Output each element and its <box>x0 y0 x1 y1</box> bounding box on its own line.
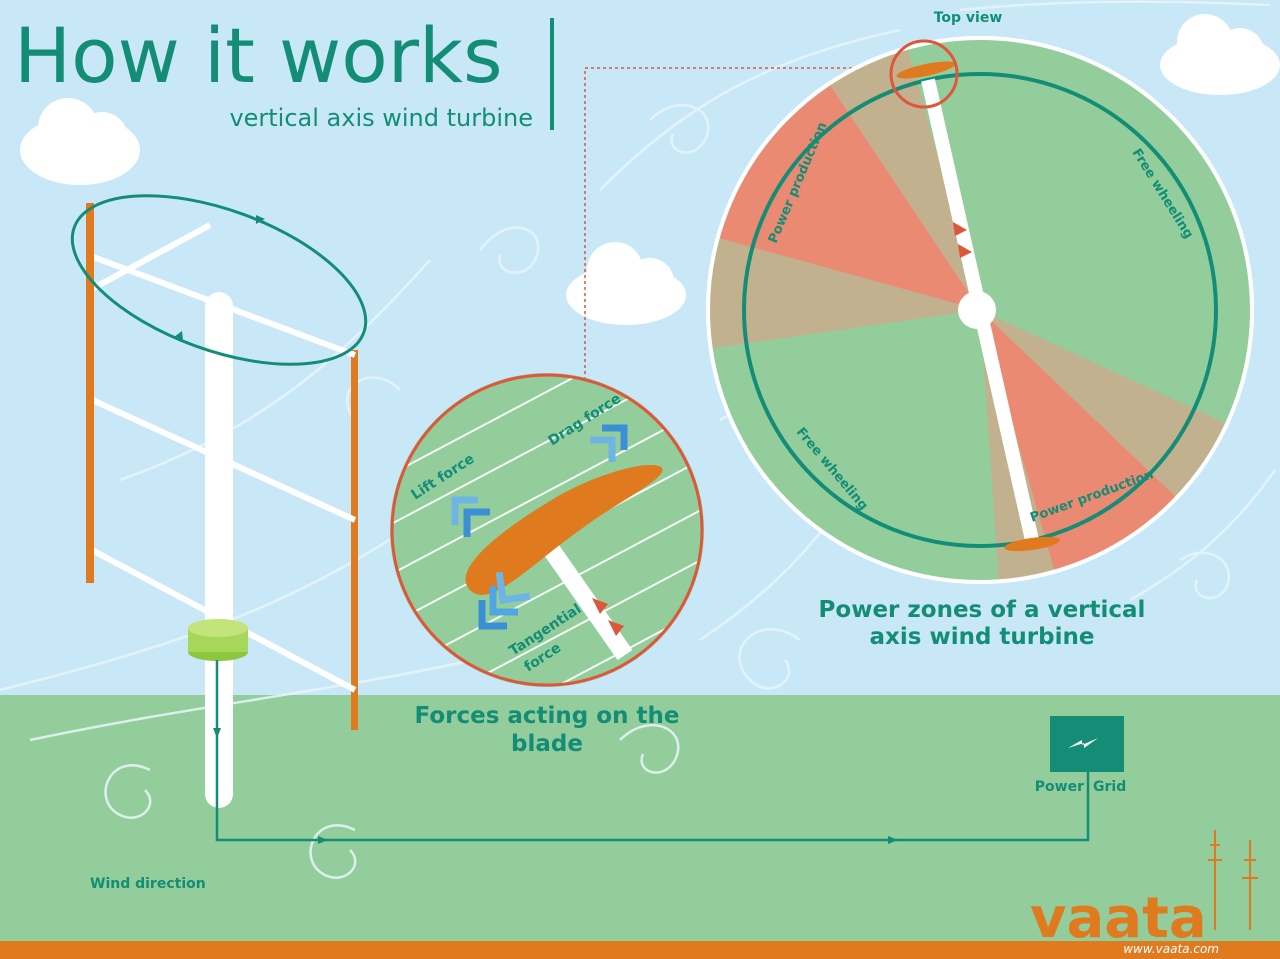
turbine-mast <box>205 292 233 808</box>
power-line <box>215 660 1090 842</box>
power-zone <box>708 70 980 310</box>
arrow-icon <box>451 424 628 630</box>
power-zone <box>980 310 1200 582</box>
cloud-icon <box>20 98 140 185</box>
brand-logo-text: vaata <box>1030 886 1207 951</box>
forces-caption-line2: blade <box>511 731 583 757</box>
rotor-hub <box>958 291 996 329</box>
forces-diagram: Lift force Drag force Tangential force <box>390 373 704 687</box>
footer-bar <box>0 941 1280 959</box>
page-title: How it works <box>14 11 503 100</box>
blade-cross-section <box>465 465 663 595</box>
lightning-icon <box>1068 738 1098 748</box>
zoom-connector <box>584 67 897 530</box>
grid-label-grid: Grid <box>1093 779 1126 795</box>
grid-label-power: Power <box>1035 779 1084 795</box>
top-view-caption-line2: axis wind turbine <box>870 624 1095 650</box>
arrow-icon <box>174 331 183 340</box>
title-divider <box>550 18 554 130</box>
rotation-path <box>70 194 368 366</box>
top-view-label: Top view <box>934 10 1003 26</box>
page-subtitle: vertical axis wind turbine <box>229 104 533 132</box>
brand-logo <box>1208 830 1258 930</box>
cloud-icon <box>1160 14 1280 95</box>
arrow-icon <box>888 836 898 844</box>
arrow-icon <box>213 728 221 738</box>
turbine <box>70 194 368 808</box>
turbine-blade-right <box>351 350 358 730</box>
arrow-icon <box>318 836 328 844</box>
rotor-arm-detail <box>540 539 633 661</box>
wind-direction-label: Wind direction <box>90 876 206 892</box>
wind-swirl-icon <box>0 0 1277 879</box>
brand-url: www.vaata.com <box>1123 942 1219 956</box>
top-view-caption-line1: Power zones of a vertical <box>819 597 1146 623</box>
arrow-icon <box>256 215 265 224</box>
turbine-blade-left <box>86 203 94 583</box>
forces-caption-line1: Forces acting on the <box>415 703 680 729</box>
cloud-icon <box>566 242 686 325</box>
blade-bottom <box>1004 536 1060 552</box>
forces-circle-border <box>390 373 704 687</box>
rotor-orbit <box>742 72 1218 548</box>
blade-highlight-circle <box>889 39 959 109</box>
blade-top <box>896 61 956 79</box>
